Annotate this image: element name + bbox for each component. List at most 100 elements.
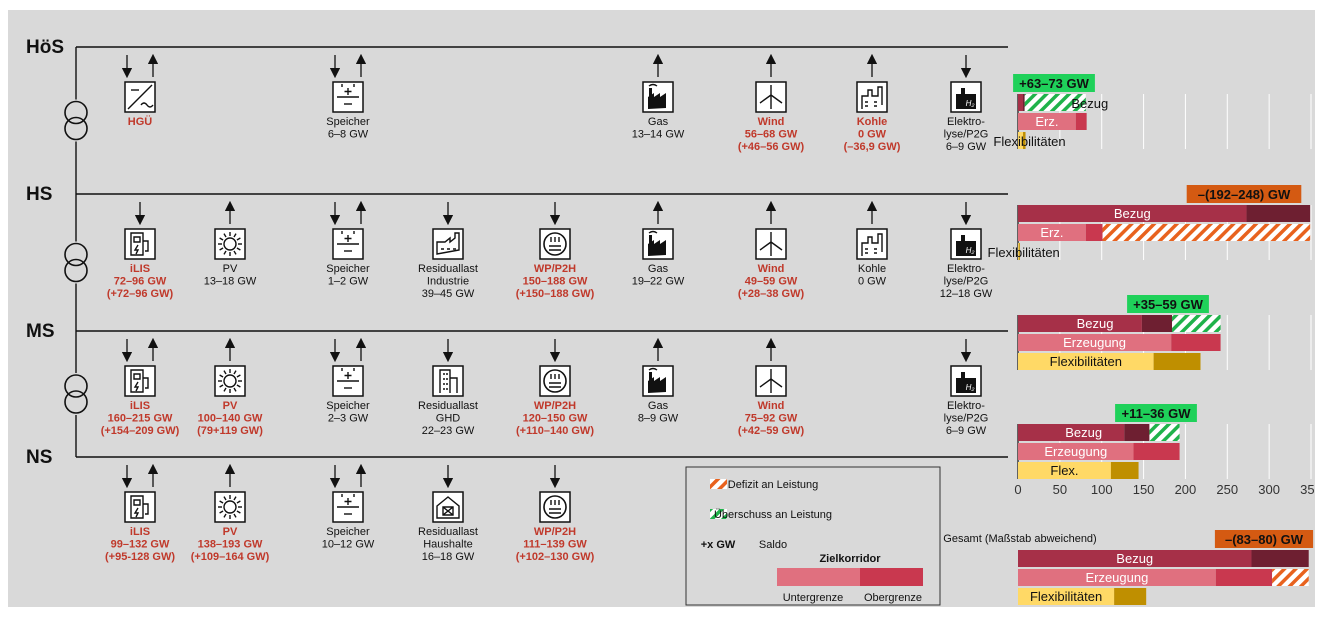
bar-bezug-lower (1018, 315, 1142, 332)
item-label-line: 49–59 GW (745, 276, 798, 288)
item-label-line: 160–215 GW (108, 413, 173, 425)
bar-label: Flexibilitäten (993, 134, 1065, 149)
bar-erz-lower (1018, 443, 1134, 460)
item-label-line: HGÜ (128, 115, 153, 128)
item-label-line: 111–139 GW (523, 539, 587, 551)
house-icon (432, 491, 464, 523)
item-label-line: 39–45 GW (422, 288, 475, 300)
bar-label: Bezug (1116, 551, 1153, 566)
bar-label: Bezug (1065, 425, 1102, 440)
coal-plant-icon (856, 81, 888, 113)
bar-erz-upper (1215, 569, 1273, 586)
bar-bezug-lower (1018, 94, 1024, 111)
bar-erz-upper (1133, 443, 1180, 460)
level-label-1: HS (26, 184, 52, 205)
saldo-badge-text: +35–59 GW (1133, 297, 1203, 312)
bar-label: Erzeugung (1063, 335, 1126, 350)
item-label-line: Gas (648, 400, 669, 412)
bar-flex-lower (1018, 132, 1024, 149)
battery-icon (332, 491, 364, 523)
item-label-line: (+95-128 GW) (105, 551, 175, 563)
bar-flex-upper (1018, 243, 1020, 260)
bar-bezug-lower (1018, 424, 1125, 441)
item-label-line: Speicher (326, 263, 370, 275)
saldo-badge (1013, 74, 1095, 92)
item-label-line: Wind (758, 116, 785, 128)
item-label-line: WP/P2H (534, 400, 576, 412)
item-label-line: 16–18 GW (422, 551, 475, 563)
item-label-line: 6–9 GW (946, 141, 987, 153)
h2-plant-icon: H₂ (950, 81, 982, 113)
svg-text:H₂: H₂ (966, 246, 975, 255)
h2-plant-icon: H₂ (950, 365, 982, 397)
level-label-0: HöS (26, 37, 64, 58)
item-label-line: (+110–140 GW) (516, 425, 594, 437)
svg-text:H₂: H₂ (966, 99, 975, 108)
bar-erz-upper (1171, 334, 1221, 351)
factory-icon (642, 81, 674, 113)
bar-label: Erzeugung (1085, 570, 1148, 585)
saldo-badge-text: –(192–248) GW (1198, 187, 1291, 202)
item-label-line: (+150–188 GW) (516, 288, 595, 300)
bar-label: Erz. (1040, 225, 1063, 240)
item-label-line: Speicher (326, 526, 370, 538)
legend-saldo-label: Saldo (759, 539, 787, 551)
heat-pump-icon (539, 365, 571, 397)
sun-icon (214, 491, 246, 523)
saldo-badge-text: +63–73 GW (1019, 76, 1089, 91)
surplus-swatch (710, 509, 727, 519)
item-label-line: 150–188 GW (523, 276, 588, 288)
item-label-line: PV (223, 526, 238, 538)
total-title: Gesamt (Maßstab abweichend) (943, 533, 1096, 545)
item-label-line: (+28–38 GW) (738, 288, 805, 300)
item-label-line: iLIS (130, 400, 150, 412)
bar-flex-lower (1018, 353, 1154, 370)
bar-flex-lower (1018, 243, 1019, 260)
item-label-line: 6–9 GW (946, 425, 987, 437)
item-label-line: (+42–59 GW) (738, 425, 805, 437)
item-label-line: Elektro- (947, 400, 985, 412)
svg-text:H₂: H₂ (966, 383, 975, 392)
item-label-line: Gas (648, 263, 669, 275)
item-label-line: 2–3 GW (328, 413, 369, 425)
heat-pump-icon (539, 491, 571, 523)
sun-icon (214, 365, 246, 397)
x-tick-label: 0 (1014, 482, 1021, 497)
battery-icon (332, 365, 364, 397)
bar-surplus-hatch (1024, 94, 1086, 111)
bar-bezug-upper (1124, 424, 1150, 441)
bar-erz-lower (1018, 224, 1086, 241)
item-label-line: 8–9 GW (638, 413, 679, 425)
item-label-line: lyse/P2G (944, 129, 989, 141)
bar-flex-lower (1018, 462, 1111, 479)
item-label-line: Kohle (858, 263, 886, 275)
item-label-line: 99–132 GW (111, 539, 170, 551)
bar-label: Flex. (1050, 463, 1078, 478)
item-label-line: 13–14 GW (632, 129, 685, 141)
legend-surplus-label: Überschuss an Leistung (714, 509, 832, 521)
industry-icon (432, 228, 464, 260)
bar-bezug-upper (1251, 550, 1309, 567)
item-label-line: 56–68 GW (745, 129, 798, 141)
factory-icon (642, 228, 674, 260)
office-building-icon (432, 365, 464, 397)
bar-surplus-hatch (1149, 424, 1180, 441)
legend-corridor-title: Zielkorridor (819, 553, 881, 565)
corridor-upper-swatch (860, 568, 923, 586)
item-label-line: Wind (758, 263, 785, 275)
item-label-line: Elektro- (947, 263, 985, 275)
transformer-icon (64, 242, 88, 283)
bar-flex-upper (1023, 132, 1026, 149)
item-label-line: (+154–209 GW) (101, 425, 180, 437)
saldo-badge-text: +11–36 GW (1121, 406, 1191, 421)
bar-label: Bezug (1114, 206, 1151, 221)
bar-bezug-upper (1246, 205, 1311, 222)
converter-icon (124, 81, 156, 113)
